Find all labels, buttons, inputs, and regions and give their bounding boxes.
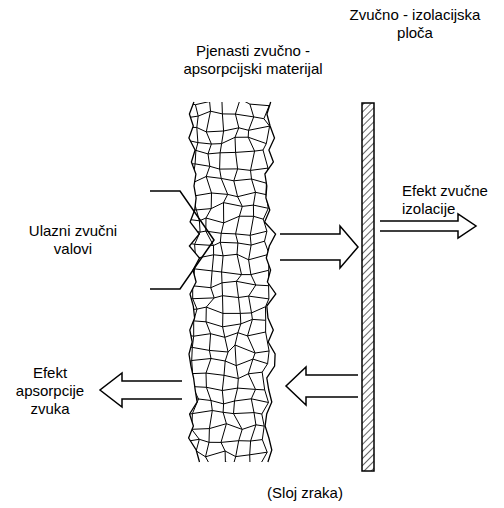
hollow-arrow [280, 226, 358, 268]
hollow-arrow [286, 367, 358, 405]
incoming-arrow [150, 191, 214, 289]
hollow-arrow [380, 214, 476, 238]
text-label: Pjenasti zvučno - apsorpcijski materijal [168, 42, 338, 78]
text-label: (Sloj zraka) [230, 484, 380, 502]
insulation-plate [362, 103, 374, 471]
text-label: Zvučno - izolacijska ploča [330, 6, 500, 42]
text-label: Efekt apsorpcije zvuka [4, 364, 96, 418]
foam-outline [189, 102, 276, 462]
text-label: Efekt zvučne izolacije [402, 182, 500, 218]
hollow-arrow [100, 373, 182, 407]
text-label: Ulazni zvučni valovi [8, 222, 138, 258]
